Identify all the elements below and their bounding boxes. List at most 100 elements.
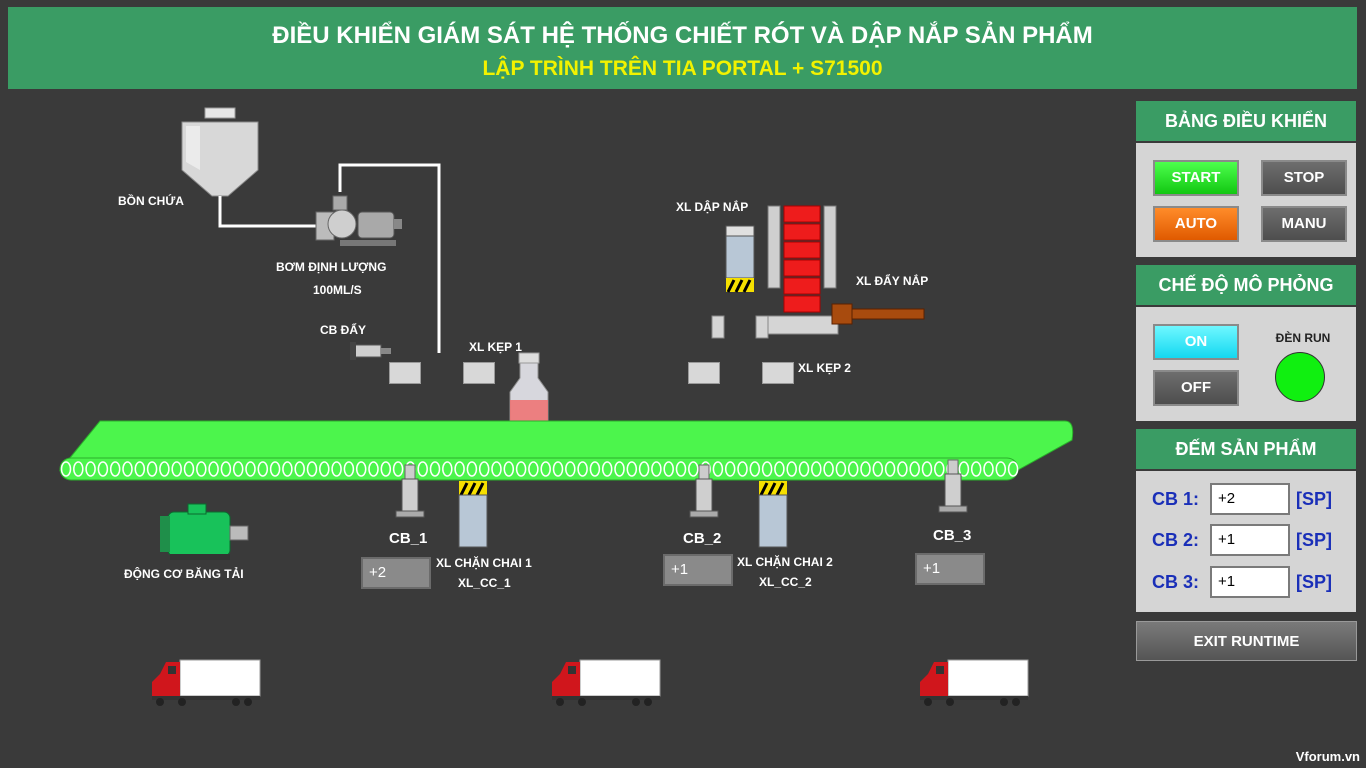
conveyor-roller	[109, 461, 121, 477]
exit-runtime-button[interactable]: EXIT RUNTIME	[1136, 621, 1357, 661]
conveyor-roller	[257, 461, 269, 477]
conveyor-roller	[245, 461, 256, 477]
sensor3-count-value: +1	[923, 560, 941, 577]
conveyor-roller	[331, 461, 342, 477]
conveyor-roller	[872, 461, 884, 477]
process-diagram	[58, 107, 1074, 706]
conveyor-roller	[491, 461, 502, 477]
push-sensor-icon	[350, 342, 391, 360]
stopper1-tag: XL_CC_1	[458, 576, 511, 590]
conveyor-roller	[909, 461, 920, 477]
conveyor-roller	[921, 461, 933, 477]
clamp2-label: XL KẸP 2	[798, 361, 851, 375]
conveyor-roller	[208, 461, 219, 477]
stopper1-label: XL CHẶN CHAI 1	[436, 556, 532, 570]
conveyor-roller	[897, 461, 908, 477]
pump-label: BƠM ĐỊNH LƯỢNG	[276, 260, 387, 274]
conveyor-roller	[835, 461, 847, 477]
counter-value-cb3: +1	[1210, 566, 1290, 598]
conveyor-roller	[220, 461, 232, 477]
conveyor-roller	[651, 461, 662, 477]
conveyor-roller	[589, 461, 601, 477]
pipe	[218, 196, 320, 228]
conveyor-roller	[466, 461, 478, 477]
tank-icon	[181, 107, 259, 197]
sim-panel-title: CHẾ ĐỘ MÔ PHỎNG	[1136, 265, 1356, 305]
conveyor-roller	[811, 461, 822, 477]
conveyor-roller	[269, 461, 281, 477]
conveyor-roller	[847, 461, 859, 477]
sensor2-count-value: +1	[671, 561, 689, 578]
auto-button[interactable]: AUTO	[1153, 206, 1239, 242]
counter-label-cb3: CB 3:	[1152, 572, 1200, 592]
capper-label: XL DẬP NẮP	[676, 200, 749, 214]
conveyor-roller	[761, 461, 773, 477]
watermark: Vforum.vn	[1295, 749, 1360, 764]
conveyor-roller	[85, 461, 96, 477]
conveyor-roller	[860, 461, 871, 477]
sim-on-button[interactable]: ON	[1153, 324, 1239, 360]
header-banner: ĐIỀU KHIỂN GIÁM SÁT HỆ THỐNG CHIẾT RÓT V…	[8, 7, 1357, 89]
stopper2-tag: XL_CC_2	[759, 575, 812, 589]
conveyor-roller	[294, 461, 305, 477]
start-button[interactable]: START	[1153, 160, 1239, 196]
conveyor-roller	[319, 461, 330, 477]
counter-value-cb1: +2	[1210, 483, 1290, 515]
conveyor-roller	[392, 461, 404, 477]
sim-off-button[interactable]: OFF	[1153, 370, 1239, 406]
conveyor-roller	[122, 461, 133, 477]
conveyor-roller	[442, 461, 453, 477]
conveyor-roller	[688, 461, 699, 477]
capper-icon	[711, 205, 839, 339]
sensor-cb3-icon	[938, 459, 968, 513]
pump-rate-label: 100ML/S	[313, 283, 362, 297]
conveyor-roller	[368, 461, 379, 477]
conveyor-roller	[934, 461, 945, 477]
sensor-cb1-icon	[395, 464, 425, 518]
counter-unit-cb1: [SP]	[1296, 489, 1332, 509]
conveyor-roller	[614, 461, 625, 477]
conveyor-roller	[970, 461, 982, 477]
conveyor-roller	[171, 461, 182, 477]
stop-button[interactable]: STOP	[1261, 160, 1347, 196]
conveyor-roller	[306, 461, 318, 477]
conveyor-roller	[675, 461, 687, 477]
conveyor-roller	[97, 461, 109, 477]
capper-cylinder-icon	[725, 225, 755, 293]
sensor3-count-display: +1	[915, 553, 985, 585]
conveyor-roller	[601, 461, 613, 477]
conveyor-roller	[724, 461, 736, 477]
clamp1-left-block	[389, 362, 421, 384]
conveyor-roller	[73, 461, 84, 477]
conveyor-roller	[503, 461, 515, 477]
clamp2-left-block	[688, 362, 720, 384]
conveyor-roller	[134, 461, 146, 477]
conveyor-roller	[429, 461, 441, 477]
sensor3-label: CB_3	[933, 527, 972, 544]
conveyor-roller	[626, 461, 638, 477]
motor-icon	[160, 503, 249, 560]
conveyor-roller	[343, 461, 355, 477]
sensor1-count-value: +2	[369, 564, 387, 581]
conveyor-roller	[552, 461, 564, 477]
conveyor-roller	[774, 461, 785, 477]
conveyor-roller	[540, 461, 551, 477]
conveyor-roller	[884, 461, 896, 477]
counter-label-cb2: CB 2:	[1152, 530, 1200, 550]
sensor-cb2-icon	[689, 464, 719, 518]
conveyor-roller	[823, 461, 834, 477]
truck-icon	[920, 659, 1029, 706]
sensor1-label: CB_1	[389, 530, 428, 547]
conveyor-roller	[737, 461, 748, 477]
counter-value-cb2: +1	[1210, 524, 1290, 556]
conveyor-roller	[478, 461, 490, 477]
manu-button[interactable]: MANU	[1261, 206, 1347, 242]
counter-panel-title: ĐẾM SẢN PHẨM	[1136, 429, 1356, 469]
conveyor-roller	[515, 461, 527, 477]
conveyor-roller	[196, 461, 207, 477]
conveyor-roller	[565, 461, 576, 477]
conveyor-roller	[232, 461, 244, 477]
conveyor-roller	[786, 461, 797, 477]
conveyor-roller	[380, 461, 392, 477]
conveyor-belt	[58, 420, 1074, 481]
